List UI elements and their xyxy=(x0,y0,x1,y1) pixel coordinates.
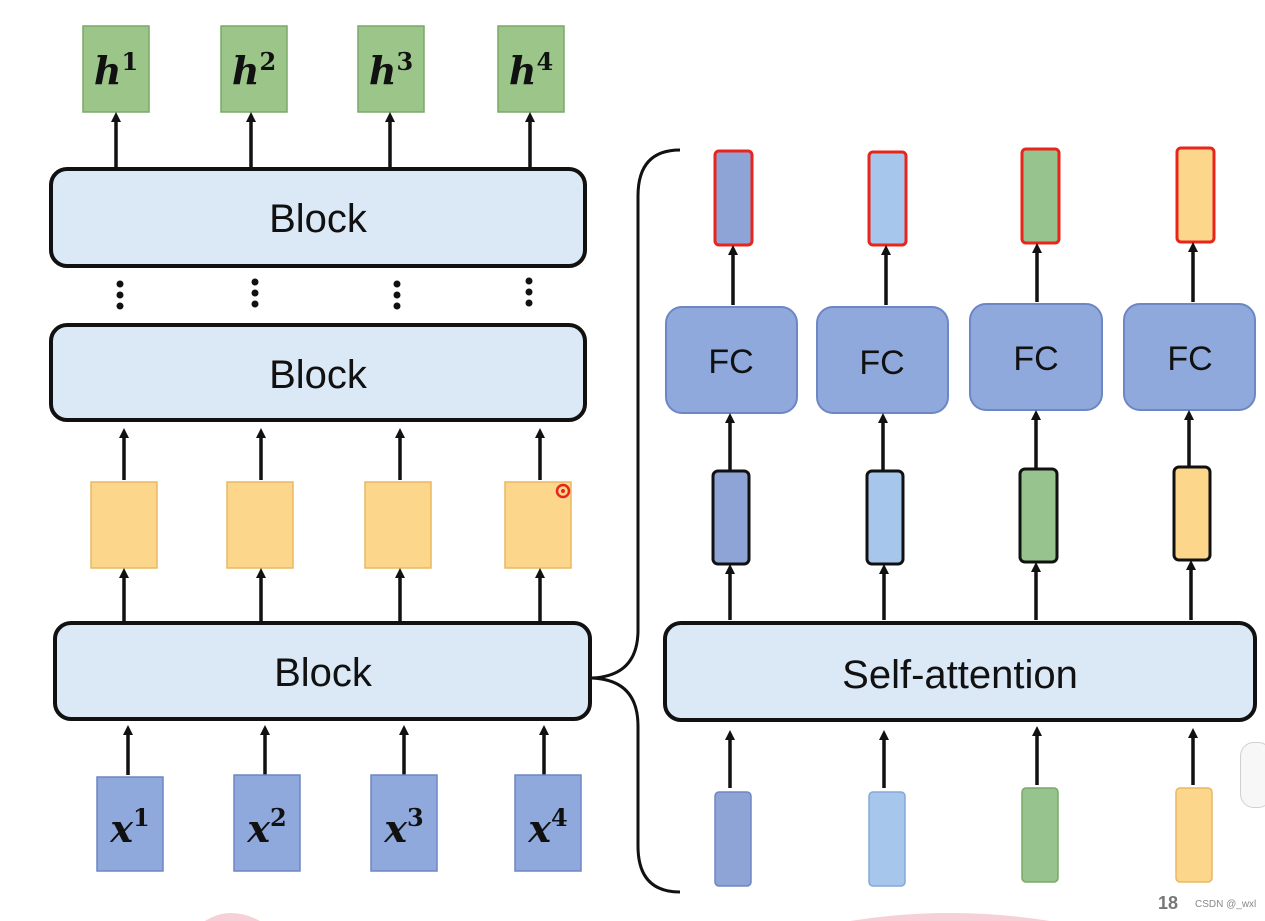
svg-text:Self-attention: Self-attention xyxy=(842,653,1078,697)
output-h3: h3 xyxy=(357,25,425,113)
laser-pointer-icon xyxy=(555,483,571,499)
input-x1: x1 xyxy=(96,776,164,872)
attention-output-vector-3 xyxy=(1018,467,1059,564)
input-x2: x2 xyxy=(233,774,301,872)
block-output-vector-1 xyxy=(713,149,754,247)
output-h2: h2 xyxy=(220,25,288,113)
block-input-vector-3 xyxy=(1021,787,1059,883)
vertical-ellipsis xyxy=(116,277,533,310)
block-bottom: Block xyxy=(53,621,592,721)
fc-layer-4: FC xyxy=(1123,303,1256,411)
block-output-vector-4 xyxy=(1175,146,1216,244)
svg-text:x2: x2 xyxy=(246,803,286,851)
hidden-vector-1 xyxy=(90,481,158,569)
svg-text:x3: x3 xyxy=(383,803,423,851)
output-h1: h1 xyxy=(82,25,150,113)
input-x3: x3 xyxy=(370,774,438,872)
page-number: 18 xyxy=(1158,893,1179,913)
block-input-vector-4 xyxy=(1175,787,1213,883)
decorative-swoosh-right xyxy=(850,913,1050,921)
svg-text:h3: h3 xyxy=(369,47,413,93)
svg-text:FC: FC xyxy=(859,344,904,382)
svg-text:Block: Block xyxy=(274,651,373,695)
output-h4: h4 xyxy=(497,25,565,113)
block-output-vector-2 xyxy=(867,150,908,247)
block-output-vector-3 xyxy=(1020,147,1061,245)
attention-output-vector-4 xyxy=(1172,465,1212,562)
fc-layer-1: FC xyxy=(665,306,798,414)
block-input-vector-1 xyxy=(714,791,752,887)
svg-text:Block: Block xyxy=(269,353,368,397)
hidden-vector-4 xyxy=(504,481,572,569)
input-x4: x4 xyxy=(514,774,582,872)
svg-text:x1: x1 xyxy=(109,803,149,851)
decorative-swoosh xyxy=(205,913,260,921)
svg-text:h4: h4 xyxy=(509,47,553,93)
svg-text:Block: Block xyxy=(269,197,368,241)
block-top: Block xyxy=(49,167,587,268)
fc-layer-3: FC xyxy=(969,303,1103,411)
side-panel-handle[interactable] xyxy=(1240,742,1265,808)
svg-text:FC: FC xyxy=(708,343,753,381)
block-input-vector-2 xyxy=(868,791,906,887)
hidden-vector-3 xyxy=(364,481,432,569)
watermark: CSDN @_wxl xyxy=(1195,899,1257,910)
hidden-vector-2 xyxy=(226,481,294,569)
svg-text:FC: FC xyxy=(1013,340,1058,378)
attention-output-vector-2 xyxy=(865,469,905,566)
expansion-brace xyxy=(591,148,681,894)
svg-text:FC: FC xyxy=(1167,340,1212,378)
svg-text:h2: h2 xyxy=(232,47,276,93)
attention-output-vector-1 xyxy=(711,469,751,566)
svg-text:x4: x4 xyxy=(527,803,567,851)
block-middle: Block xyxy=(49,323,587,422)
svg-text:h1: h1 xyxy=(94,47,138,93)
self-attention-block: Self-attention xyxy=(663,621,1257,722)
fc-layer-2: FC xyxy=(816,306,949,414)
